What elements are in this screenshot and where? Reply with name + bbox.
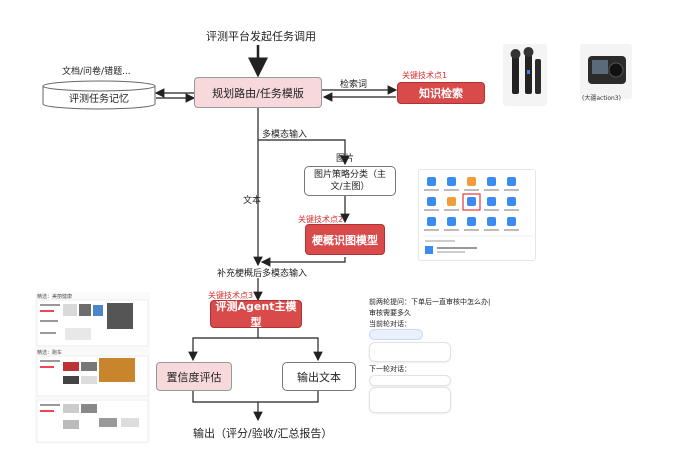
chat-line-2: 审核需要多久 — [369, 309, 411, 317]
chat-line-4: 下一轮对话： — [369, 365, 411, 373]
camera-image-2 — [580, 44, 632, 99]
key-point-3: 关键技术点3 — [208, 291, 254, 300]
key-point-2: 关键技术点2 — [298, 215, 344, 224]
chat-bubble-user — [369, 329, 423, 340]
key-point-1: 关键技术点1 — [402, 71, 448, 80]
memory-label: 评测任务记忆 — [69, 94, 129, 105]
stem-model-box: 梗概识图模型 — [305, 224, 385, 255]
final-output-label: 输出（评分/验收/汇总报告） — [193, 427, 333, 440]
confidence-box: 置信度评估 — [156, 362, 232, 391]
arrow-to-image-branch — [258, 139, 350, 166]
chat-bubble-reply-3 — [369, 387, 451, 413]
products-label-2: 精选：跑车 — [37, 350, 63, 356]
chat-bubble-reply-2 — [369, 375, 451, 386]
search-word-label: 检索词 — [340, 80, 368, 90]
output-text-box: 输出文本 — [282, 362, 356, 391]
camera-image-1 — [503, 44, 547, 106]
top-label: 评测平台发起任务调用 — [206, 30, 316, 43]
multimodal-input-label: 多模态输入 — [262, 130, 308, 140]
arrow-agent-to-output-text — [258, 337, 323, 362]
classify-box: 图片策略分类（主文/主图） — [304, 166, 396, 196]
memory-cylinder: 评测任务记忆 — [42, 80, 156, 110]
chat-line-3: 当前轮对话： — [369, 320, 411, 328]
supplement-label: 补充梗概后多模态输入 — [217, 269, 308, 279]
planner-box: 规划路由/任务模版 — [194, 77, 322, 108]
chat-bubble-reply-1 — [369, 342, 451, 362]
doc-label: 文档/问卷/错题... — [62, 67, 131, 77]
chat-screenshot: 前两轮提问：下单后一直审核中怎么办| 审核需要多久 当前轮对话： 下一轮对话： — [367, 297, 491, 417]
agent-box: 评测Agent主模型 — [210, 300, 302, 329]
arrow-agent-to-confidence — [188, 327, 259, 362]
knowledge-box: 知识检索 — [397, 82, 485, 104]
chat-line-1: 前两轮提问：下单后一直审核中怎么办| — [369, 298, 491, 306]
arrow-confidence-to-final — [192, 390, 263, 422]
app-screenshot — [418, 169, 536, 261]
camera-caption: (大疆action3) — [582, 95, 621, 102]
product-list-screenshot: 精选：美丽健康 精选：跑车 — [35, 292, 150, 444]
products-label-1: 精选：美丽健康 — [37, 294, 73, 300]
image-label: 图片 — [336, 154, 355, 164]
line-output-to-final — [258, 390, 319, 403]
text-label: 文本 — [243, 196, 262, 206]
arrow-stem-to-trunk — [260, 257, 346, 267]
